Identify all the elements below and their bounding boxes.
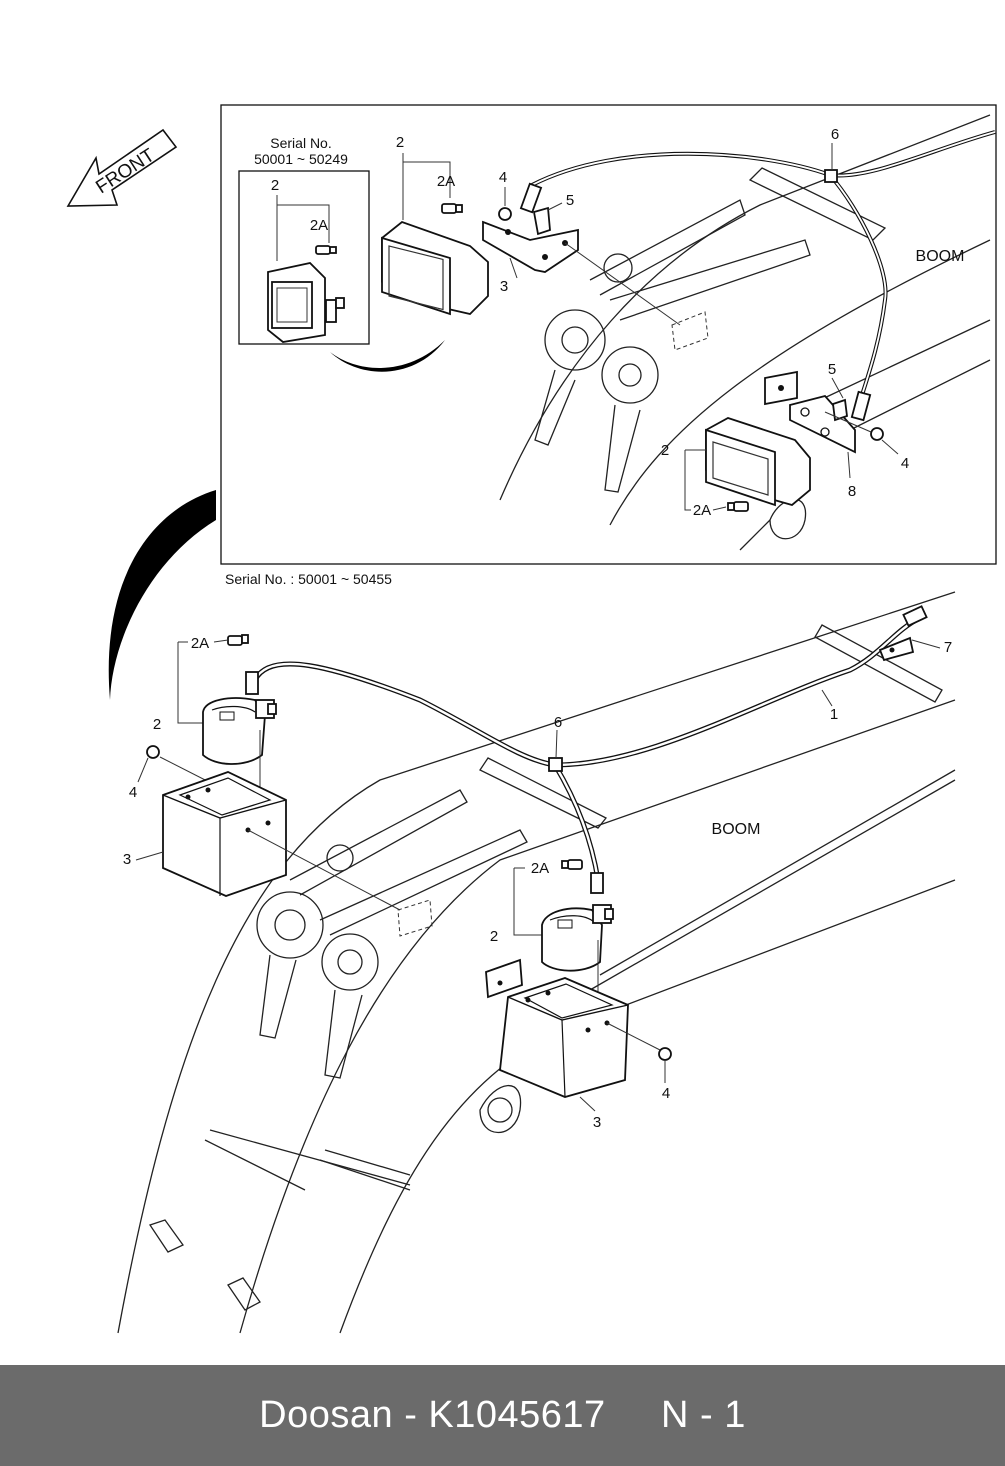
footer-page-ref: N - 1 <box>661 1394 746 1436</box>
footer-bar: Doosan - K1045617 N - 1 <box>0 1365 1005 1466</box>
inset-bracket-icon <box>482 220 579 273</box>
inset-work-lamp-right-icon <box>705 417 811 507</box>
callout-2-right: 2 <box>661 442 669 459</box>
main-pad-mid-icon <box>485 958 523 999</box>
callout-2a-box: 2A <box>310 217 328 234</box>
callout-4-left: 4 <box>129 784 137 801</box>
callout-2-mid: 2 <box>490 928 498 945</box>
inset-bulb-right-icon <box>727 501 749 512</box>
main-boom-label: BOOM <box>712 821 761 838</box>
main-serial-caption: Serial No. : 50001 ~ 50455 <box>225 571 392 587</box>
callout-4-top: 4 <box>499 169 507 186</box>
callout-6-mid: 6 <box>554 714 562 731</box>
callout-2a-mid: 2A <box>531 860 549 877</box>
old-bulb-icon <box>315 245 337 255</box>
callout-4-right: 4 <box>901 455 909 472</box>
old-work-lamp-icon <box>267 262 345 343</box>
footer-separator: - <box>404 1394 418 1436</box>
main-work-lamp-left-icon <box>202 697 277 765</box>
callout-4-mid: 4 <box>662 1085 670 1102</box>
callout-2-box: 2 <box>271 177 279 194</box>
inset-bracket-right-icon <box>789 394 856 454</box>
parts-diagram: FRONT Serial No. 50001 ~ 50249 <box>66 104 997 1334</box>
callout-6-top: 6 <box>831 126 839 143</box>
inset-connector-arrow <box>108 490 216 700</box>
inset-bulb-top-icon <box>441 203 463 214</box>
footer-text: Doosan - K1045617 N - 1 <box>259 1394 746 1437</box>
main-work-lamp-mid-icon <box>541 904 614 972</box>
front-arrow-icon: FRONT <box>66 128 178 207</box>
main-lamp-guard-left-icon <box>162 771 287 897</box>
inset-pad-icon <box>764 370 798 406</box>
callout-2-top: 2 <box>396 134 404 151</box>
callout-1: 1 <box>830 706 838 723</box>
callout-3-mid: 3 <box>593 1114 601 1131</box>
callout-7: 7 <box>944 639 952 656</box>
footer-brand: Doosan <box>259 1394 394 1436</box>
inset-harness <box>519 130 996 422</box>
inset-clip-right-icon <box>832 398 848 422</box>
cable-bracket-icon <box>878 636 915 662</box>
main-harness <box>245 605 928 894</box>
callout-3-left: 3 <box>123 851 131 868</box>
callout-5-top: 5 <box>566 192 574 209</box>
callout-5-right: 5 <box>828 361 836 378</box>
main-bulb-mid-icon <box>561 859 583 870</box>
inset-clip-top-icon <box>532 206 551 236</box>
main-bolt-left-icon <box>146 745 160 759</box>
callout-2-left: 2 <box>153 716 161 733</box>
callout-2a-left: 2A <box>191 635 209 652</box>
serial-box-range: 50001 ~ 50249 <box>254 151 348 167</box>
callout-8-right: 8 <box>848 483 856 500</box>
callout-2a-top: 2A <box>437 173 455 190</box>
callout-2a-right: 2A <box>693 502 711 519</box>
inset-bolt-top-icon <box>498 207 512 221</box>
main-bulb-left-icon <box>227 634 249 646</box>
inset-bolt-right-icon <box>870 427 884 441</box>
inset-boom-outline <box>499 114 991 551</box>
main-lamp-guard-mid-icon <box>499 977 629 1098</box>
inset-boom-label: BOOM <box>916 248 965 265</box>
serial-box-title: Serial No. <box>270 135 331 151</box>
footer-part-number: K1045617 <box>428 1394 606 1436</box>
inset-work-lamp-top-icon <box>381 220 489 316</box>
main-bolt-mid-icon <box>658 1047 672 1061</box>
callout-3-top: 3 <box>500 278 508 295</box>
